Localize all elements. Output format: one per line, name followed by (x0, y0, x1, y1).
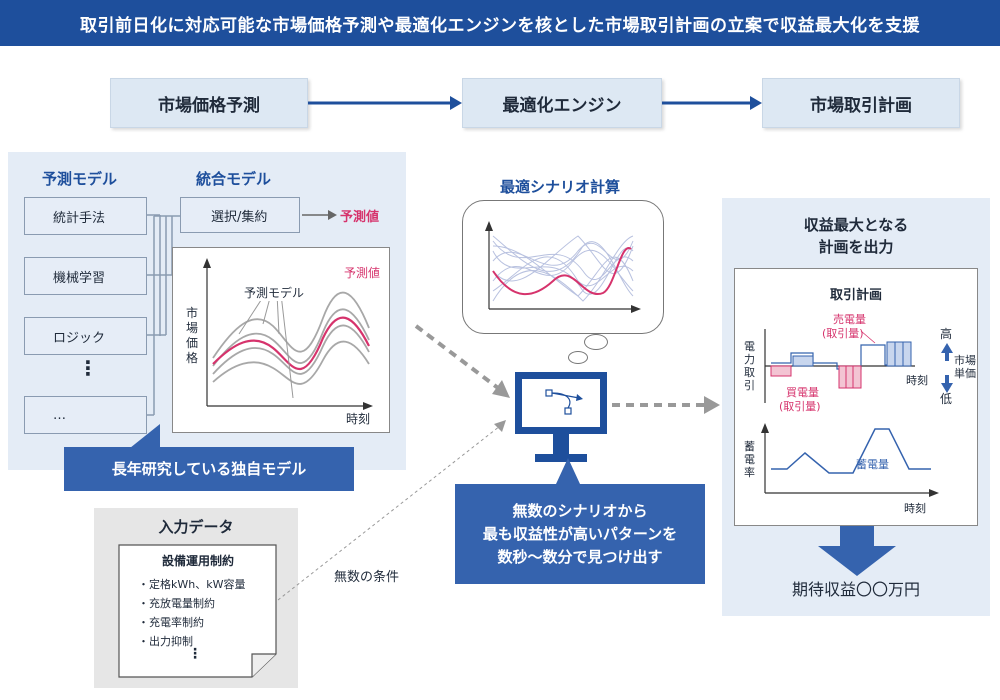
output-title-line-1: 収益最大となる (803, 216, 909, 234)
soc-y-label: 蓄電率 (744, 440, 755, 479)
flow-step-price-forecast: 市場価格予測 (110, 78, 308, 128)
prediction-arrow (302, 210, 337, 220)
proprietary-model-callout: 長年研究している独自モデル (64, 447, 354, 491)
method-ellipsis-vertical: ⋮ (78, 356, 98, 380)
sell-label: 売電量 (833, 313, 866, 326)
top-chart-time-label: 時刻 (906, 374, 928, 387)
flow-step-optimization-engine: 最適化エンジン (462, 78, 662, 128)
price-low-label: 低 (940, 392, 953, 406)
result-down-arrow (818, 526, 896, 576)
expected-profit: 期待収益〇〇万円 (791, 580, 920, 599)
prediction-model-title: 予測モデル (42, 170, 118, 188)
method-machine-learning: 機械学習 (24, 257, 147, 295)
method-logic: ロジック (24, 317, 147, 355)
output-panel-title: 収益最大となる 計画を出力 (722, 214, 990, 258)
select-aggregate-box: 選択/集約 (180, 197, 300, 233)
integrated-model-title: 統合モデル (196, 170, 272, 188)
storage-label: 蓄電量 (856, 458, 889, 471)
buy-label: 買電量 (786, 386, 819, 399)
scenario-title: 最適シナリオ計算 (499, 178, 620, 196)
scenario-chart (485, 221, 641, 313)
scenario-callout-line-3: 数秒〜数分で見つけ出す (497, 547, 663, 566)
trading-plan-chart (761, 329, 953, 497)
scenario-cloud (462, 200, 664, 334)
input-data-title: 入力データ (158, 518, 234, 536)
thought-bubble-large (584, 334, 608, 350)
scenario-callout-line-1: 無数のシナリオから (512, 501, 648, 520)
input-item-4: ・出力抑制 (138, 635, 193, 648)
input-doc-title: 設備運用制約 (161, 554, 234, 568)
method-connectors (146, 214, 180, 416)
scenario-callout: 無数のシナリオから 最も収益性が高いパターンを 数秒〜数分で見つけ出す (455, 484, 705, 584)
scenario-callout-line-2: 最も収益性が高いパターンを (482, 524, 678, 543)
center-connectors (277, 324, 720, 601)
center-callout-pointer (556, 458, 580, 484)
power-trade-y-label: 電力取引 (744, 340, 755, 392)
price-high-label: 高 (940, 327, 953, 341)
monitor-icon (515, 372, 607, 462)
input-item-1: ・定格kWh、kW容量 (138, 578, 246, 591)
bottom-chart-time-label: 時刻 (904, 502, 926, 515)
chart-y-axis-label: 市場価格 (186, 306, 199, 365)
input-document (118, 544, 277, 678)
trading-plan-title: 取引計画 (829, 288, 882, 303)
input-item-3: ・充電率制約 (138, 616, 204, 629)
chart-x-axis-label: 時刻 (346, 412, 371, 426)
flow-step-trading-plan: 市場取引計画 (762, 78, 960, 128)
forecast-chart-box (172, 247, 390, 433)
market-price-label: 市場単価 (954, 354, 976, 380)
forecast-chart (203, 258, 373, 410)
prediction-value-label: 予測値 (340, 210, 380, 225)
conditions-label: 無数の条件 (334, 570, 400, 585)
chart-pred-value-label: 予測値 (344, 266, 381, 280)
method-statistics: 統計手法 (24, 197, 147, 235)
sell-sub-label: (取引量) (822, 327, 864, 340)
input-item-ellipsis: ⋮ (188, 646, 202, 662)
callout-pointer (130, 424, 160, 448)
chart-pred-models-label: 予測モデル (244, 284, 305, 301)
output-title-line-2: 計画を出力 (818, 238, 894, 256)
thought-bubble-small (568, 351, 588, 364)
input-item-2: ・充放電量制約 (138, 597, 215, 610)
method-more: … (24, 396, 147, 434)
trading-plan-box (734, 268, 978, 526)
flow-arrows (308, 96, 762, 110)
buy-sub-label: (取引量) (779, 400, 821, 413)
header-banner: 取引前日化に対応可能な市場価格予測や最適化エンジンを核とした市場取引計画の立案で… (0, 0, 1000, 46)
